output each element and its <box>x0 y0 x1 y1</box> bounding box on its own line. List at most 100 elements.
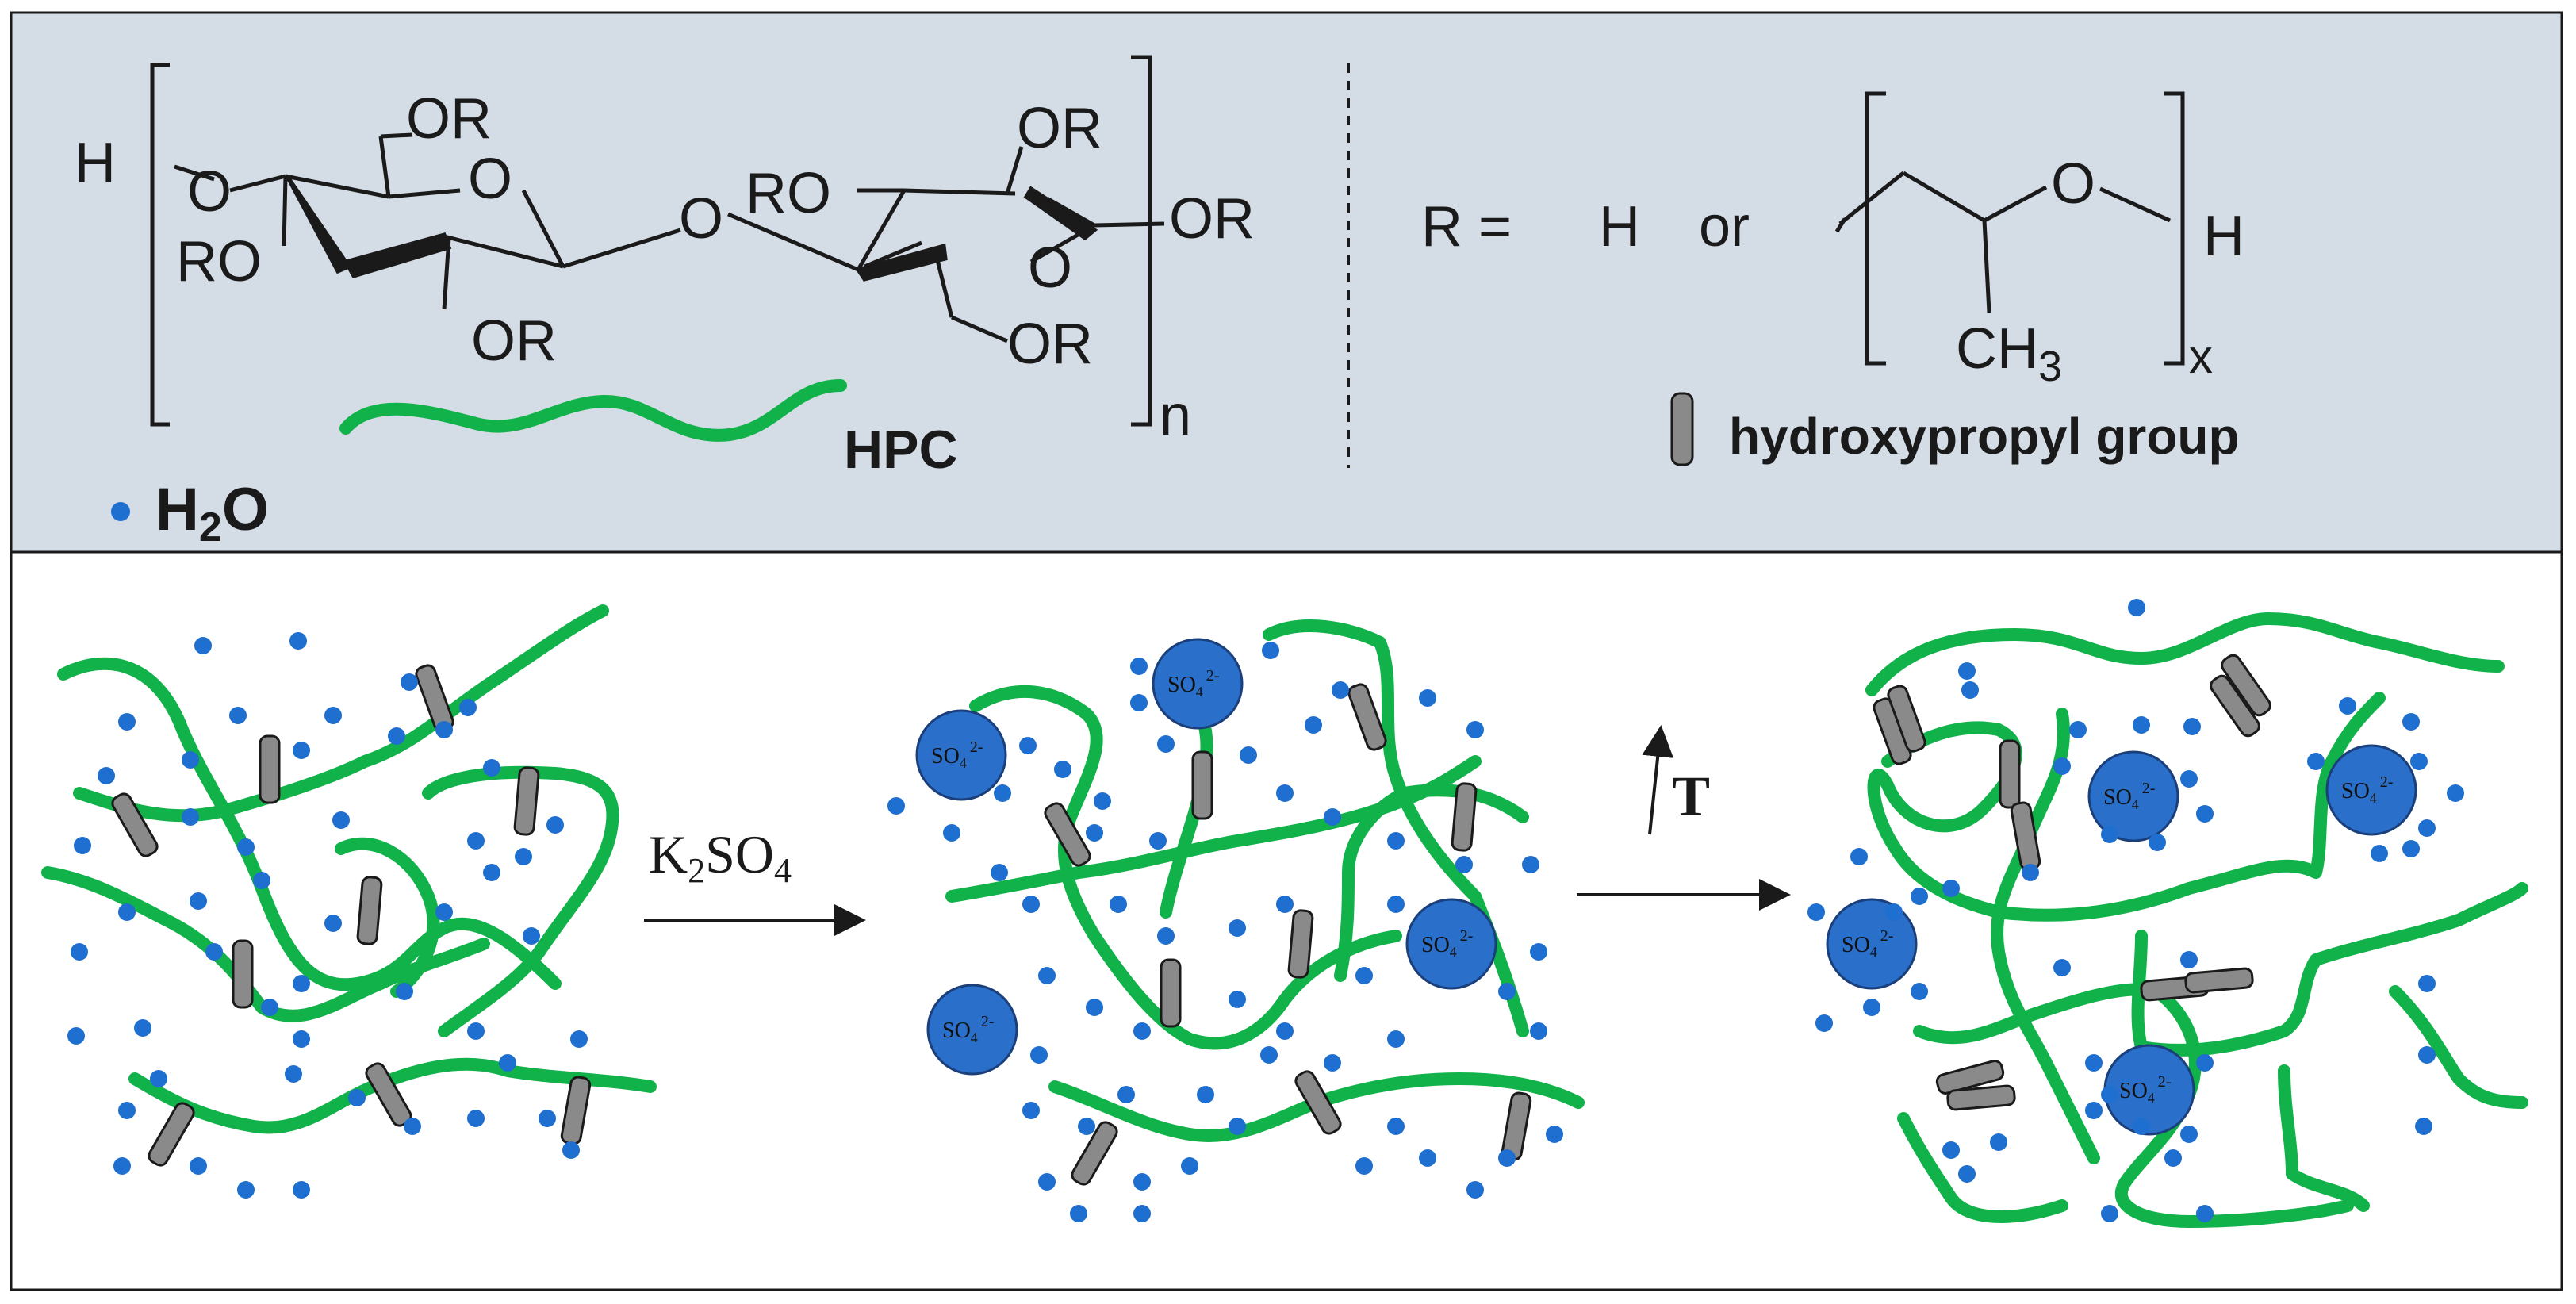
temperature-label: T <box>1672 765 1710 828</box>
sulfate-ion: SO42- <box>2087 750 2179 842</box>
sulfate-ion-label: SO42- <box>2119 1073 2171 1106</box>
water-molecule <box>2180 770 2198 788</box>
hpc-chain <box>57 657 562 991</box>
scene-water-network <box>41 604 657 1199</box>
sulfate-ion-circle <box>915 709 1007 801</box>
hydroxypropyl-group <box>356 876 383 945</box>
water-molecule <box>1815 1014 1833 1032</box>
right-bracket <box>1131 55 1152 427</box>
water-molecule <box>182 808 199 826</box>
water-molecule <box>994 784 1011 802</box>
water-molecule <box>2101 826 2118 843</box>
water-molecule <box>2053 959 2071 976</box>
water-molecule <box>1530 1022 1547 1040</box>
water-molecule <box>1546 1126 1563 1143</box>
r-equals-label: R = <box>1421 195 1512 259</box>
water-molecule <box>1117 1086 1135 1103</box>
water-molecule <box>435 721 453 738</box>
water-molecule <box>2410 753 2428 770</box>
or-label-1: OR <box>406 87 492 151</box>
water-molecule <box>1262 642 1279 659</box>
water-molecule <box>1807 903 1825 921</box>
hydroxypropyl-label: hydroxypropyl group <box>1729 408 2240 465</box>
water-molecule <box>71 943 88 961</box>
water-molecule <box>1466 721 1484 738</box>
left-bracket <box>150 63 170 427</box>
water-molecule <box>1276 784 1294 802</box>
sulfate-ion-circle <box>1826 898 1918 990</box>
sulfate-ion-circle <box>1405 898 1497 990</box>
sulfate-ion-label: SO42- <box>1167 667 1219 700</box>
hpc-chain <box>969 685 1402 1050</box>
water-molecule <box>293 975 310 992</box>
water-molecule <box>2085 1102 2103 1119</box>
ch3-label: CH3 <box>1956 317 2062 390</box>
sulfate-ion: SO42- <box>1826 898 1918 990</box>
water-molecule <box>113 1157 131 1175</box>
water-molecule <box>2101 1086 2118 1103</box>
hydroxypropyl-group <box>1044 802 1091 867</box>
water-molecule <box>2418 975 2436 992</box>
water-molecule <box>1961 681 1979 699</box>
hpc-chain <box>1991 708 2100 1164</box>
water-molecule <box>539 1110 556 1127</box>
water-molecule <box>2128 599 2145 616</box>
water-molecule <box>1530 943 1547 961</box>
sulfate-ion-circle <box>926 984 1018 1076</box>
sulfate-ion: SO42- <box>2325 744 2417 836</box>
water-molecule <box>2402 713 2420 731</box>
water-molecule <box>1958 1165 1976 1183</box>
water-molecule <box>1522 856 1539 873</box>
main-panel <box>10 550 2563 1291</box>
water-molecule <box>459 699 477 716</box>
water-molecule <box>1038 1173 1056 1191</box>
water-molecule <box>118 1102 136 1119</box>
water-molecule <box>523 927 540 945</box>
water-molecule <box>1455 856 1473 873</box>
hpc-chain-icon <box>339 379 847 442</box>
water-molecule <box>2022 864 2039 881</box>
legend: HPC H2O hydroxypropyl group <box>111 379 2240 550</box>
water-molecule <box>237 838 255 856</box>
water-molecule <box>1324 808 1341 826</box>
water-molecule <box>118 903 136 921</box>
water-molecule <box>2133 716 2150 734</box>
water-molecule <box>1324 1054 1341 1072</box>
r-o-atom: O <box>2051 152 2095 216</box>
water-molecule <box>1276 896 1294 913</box>
water-molecule <box>467 1022 485 1040</box>
water-molecule <box>2149 834 2166 851</box>
water-molecule <box>1355 967 1373 984</box>
sulfate-ion-label: SO42- <box>1421 927 1473 960</box>
water-molecule <box>1332 681 1349 699</box>
water-molecule <box>2418 819 2436 837</box>
sulfate-ion-label: SO42- <box>2103 780 2155 812</box>
water-molecule <box>1157 735 1175 753</box>
water-molecule <box>467 832 485 850</box>
hpc-chain <box>1865 612 2505 696</box>
hpc-chain <box>1897 1112 2068 1223</box>
hydroxypropyl-group <box>1887 685 1926 753</box>
sulfate-ion-label: SO42- <box>942 1013 994 1045</box>
water-molecule <box>2085 1054 2103 1072</box>
water-molecule <box>1149 832 1167 850</box>
water-molecule <box>229 707 247 724</box>
water-molecule <box>324 707 342 724</box>
water-molecule <box>2053 757 2071 775</box>
water-molecule <box>348 1089 366 1106</box>
hpc-structure <box>150 55 1165 427</box>
water-molecule <box>1030 1046 1048 1064</box>
water-molecule <box>2339 697 2356 715</box>
hydroxypropyl-group <box>513 766 540 836</box>
water-molecule <box>2402 840 2420 857</box>
sulfate-ion: SO42- <box>2103 1044 2195 1136</box>
hydroxypropyl-group <box>2210 674 2260 738</box>
or-label-7: OR <box>1007 313 1093 376</box>
water-molecule <box>1942 880 1960 897</box>
k2so4-label: K2SO4 <box>649 824 792 890</box>
water-molecule <box>74 837 91 854</box>
water-molecule <box>324 915 342 932</box>
sulfate-ion-circle <box>2087 750 2179 842</box>
hydroxypropyl-group <box>1451 782 1478 852</box>
ring-o-left: O <box>468 148 512 211</box>
